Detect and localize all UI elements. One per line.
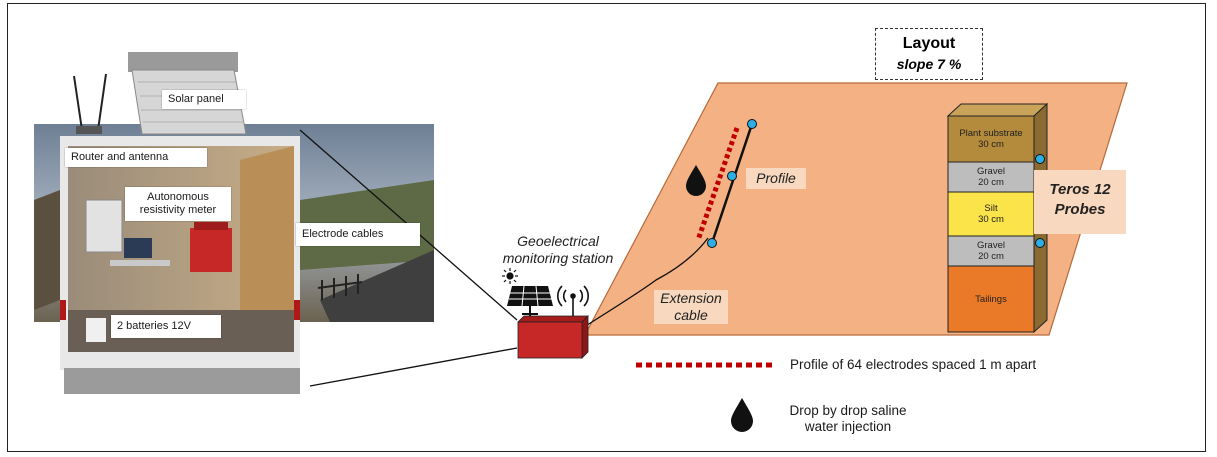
- solar-panel-icon: [507, 285, 553, 316]
- battery-link-line: [309, 347, 518, 387]
- layer-label: Plant substrate 30 cm: [948, 128, 1034, 150]
- layer-name: Tailings: [975, 294, 1007, 305]
- layout-slope: slope 7 %: [896, 56, 962, 72]
- router-text: Router and antenna: [71, 151, 169, 163]
- water-drop-icon: [731, 398, 753, 432]
- layer-label: Gravel 20 cm: [948, 240, 1034, 262]
- antenna-signal-icon: [557, 285, 589, 316]
- batteries-text: 2 batteries 12V: [117, 320, 191, 332]
- layer-name: Gravel: [977, 240, 1005, 251]
- solar-panel-text: Solar panel: [168, 93, 224, 105]
- legend-drop-line1: Drop by drop saline: [789, 403, 907, 418]
- layout-title-box: Layout slope 7 %: [875, 28, 983, 80]
- profile-text: Profile: [756, 170, 796, 186]
- layer-thickness: 20 cm: [978, 251, 1004, 262]
- legend-electrodes: Profile of 64 electrodes spaced 1 m apar…: [790, 357, 1037, 372]
- extension-line1: Extension: [660, 290, 722, 306]
- layer-thickness: 30 cm: [978, 214, 1004, 225]
- station-line2: monitoring station: [502, 250, 614, 266]
- layout-title: Layout: [902, 35, 956, 52]
- router-label: Router and antenna: [65, 148, 207, 167]
- station-line1: Geoelectrical: [517, 233, 599, 249]
- layer-label: Silt 30 cm: [948, 203, 1034, 225]
- electrode-cables-text: Electrode cables: [302, 228, 384, 240]
- water-drop-icon: [686, 165, 706, 196]
- probe-sensor: [1035, 238, 1045, 248]
- probe-sensor: [1035, 154, 1045, 164]
- layer-label: Gravel 20 cm: [948, 166, 1034, 188]
- layer-name: Gravel: [977, 166, 1005, 177]
- sun-icon: [502, 268, 518, 284]
- soil-column: [946, 102, 1049, 334]
- probes-line2: Probes: [1054, 201, 1106, 218]
- layer-plant-substrate: [947, 115, 1035, 163]
- batteries-label: 2 batteries 12V: [111, 315, 221, 338]
- layer-gravel-lower: [947, 235, 1035, 267]
- layer-name: Plant substrate: [959, 128, 1023, 139]
- solar-panel-label: Solar panel: [162, 90, 246, 109]
- extension-cable: [575, 237, 709, 333]
- layer-silt: [947, 191, 1035, 237]
- extension-cable-label: Extension cable: [654, 290, 728, 324]
- profile-label: Profile: [746, 168, 806, 189]
- legend-drop-text: Drop by drop saline water injection: [778, 403, 918, 435]
- layer-name: Silt: [984, 203, 998, 214]
- electrode-profile: [695, 119, 757, 248]
- probes-label: Teros 12 Probes: [1034, 170, 1126, 234]
- layer-label: Tailings: [948, 294, 1034, 305]
- resistivity-meter-label: Autonomous resistivity meter: [125, 187, 231, 221]
- extension-line2: cable: [674, 307, 708, 323]
- layer-thickness: 30 cm: [978, 139, 1004, 150]
- station-caption: Geoelectrical monitoring station: [488, 233, 628, 267]
- probes-line1: Teros 12: [1049, 181, 1111, 198]
- electrode-cables-label: Electrode cables: [296, 223, 420, 246]
- meter-line2: resistivity meter: [139, 204, 217, 216]
- legend-drop-line2: water injection: [804, 419, 892, 434]
- layer-tailings: [947, 265, 1035, 333]
- layer-gravel-upper: [947, 161, 1035, 193]
- monitoring-station-box: [517, 315, 589, 359]
- legend-electrodes-text: Profile of 64 electrodes spaced 1 m apar…: [790, 357, 1036, 373]
- layer-thickness: 20 cm: [978, 177, 1004, 188]
- meter-line1: Autonomous: [147, 191, 209, 203]
